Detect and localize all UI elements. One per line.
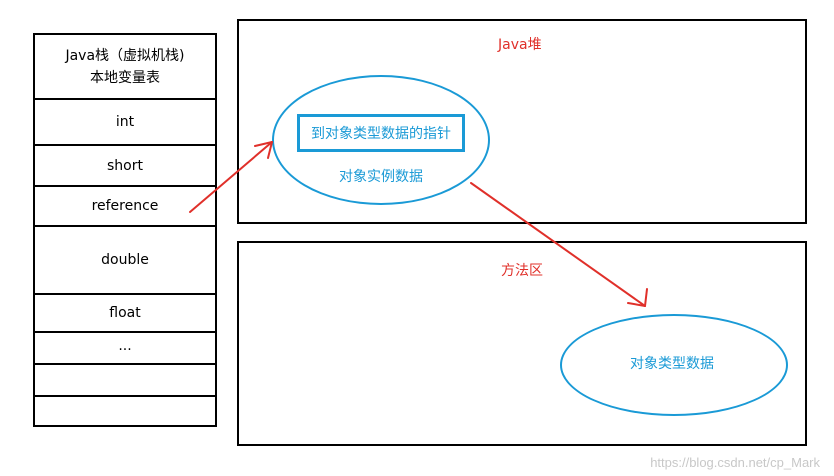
java-stack-table: Java栈（虚拟机栈) 本地变量表 int short reference do… [33, 33, 217, 427]
java-heap-title: Java堆 [498, 37, 542, 53]
arrow-head [644, 288, 648, 307]
method-area-title: 方法区 [501, 263, 543, 279]
object-instance-label: 对象实例数据 [339, 169, 423, 185]
stack-divider [35, 185, 215, 187]
stack-row-float: float [109, 305, 141, 321]
arrow-head [254, 141, 273, 147]
stack-title: Java栈（虚拟机栈) [65, 47, 185, 64]
stack-divider [35, 144, 215, 146]
stack-row-int: int [115, 114, 135, 130]
stack-row-short: short [107, 157, 143, 174]
stack-divider [35, 293, 215, 295]
local-variable-table-label: 本地变量表 [90, 69, 160, 86]
stack-divider [35, 363, 215, 365]
stack-row-reference: reference [91, 198, 159, 214]
stack-divider [35, 98, 215, 100]
object-instance-ellipse [272, 75, 490, 205]
type-pointer-label: 到对象类型数据的指针 [311, 126, 451, 142]
stack-divider [35, 395, 215, 397]
arrow-head [267, 141, 273, 159]
watermark: https://blog.csdn.net/cp_Mark [650, 455, 820, 470]
stack-divider [35, 225, 215, 227]
object-type-data-label: 对象类型数据 [630, 356, 714, 372]
stack-divider [35, 331, 215, 333]
pointer-to-type-data-arrow [470, 182, 648, 307]
type-pointer-box: 到对象类型数据的指针 [297, 114, 465, 152]
reference-to-instance-arrow [189, 141, 273, 213]
arrow-shaft [470, 182, 646, 307]
stack-row-ellipsis: ... [118, 338, 132, 354]
arrow-shaft [189, 141, 273, 213]
arrow-head [627, 302, 646, 307]
object-type-data-ellipse [560, 314, 788, 416]
stack-header: Java栈（虚拟机栈) 本地变量表 [35, 35, 215, 98]
stack-row-double: double [101, 252, 149, 268]
